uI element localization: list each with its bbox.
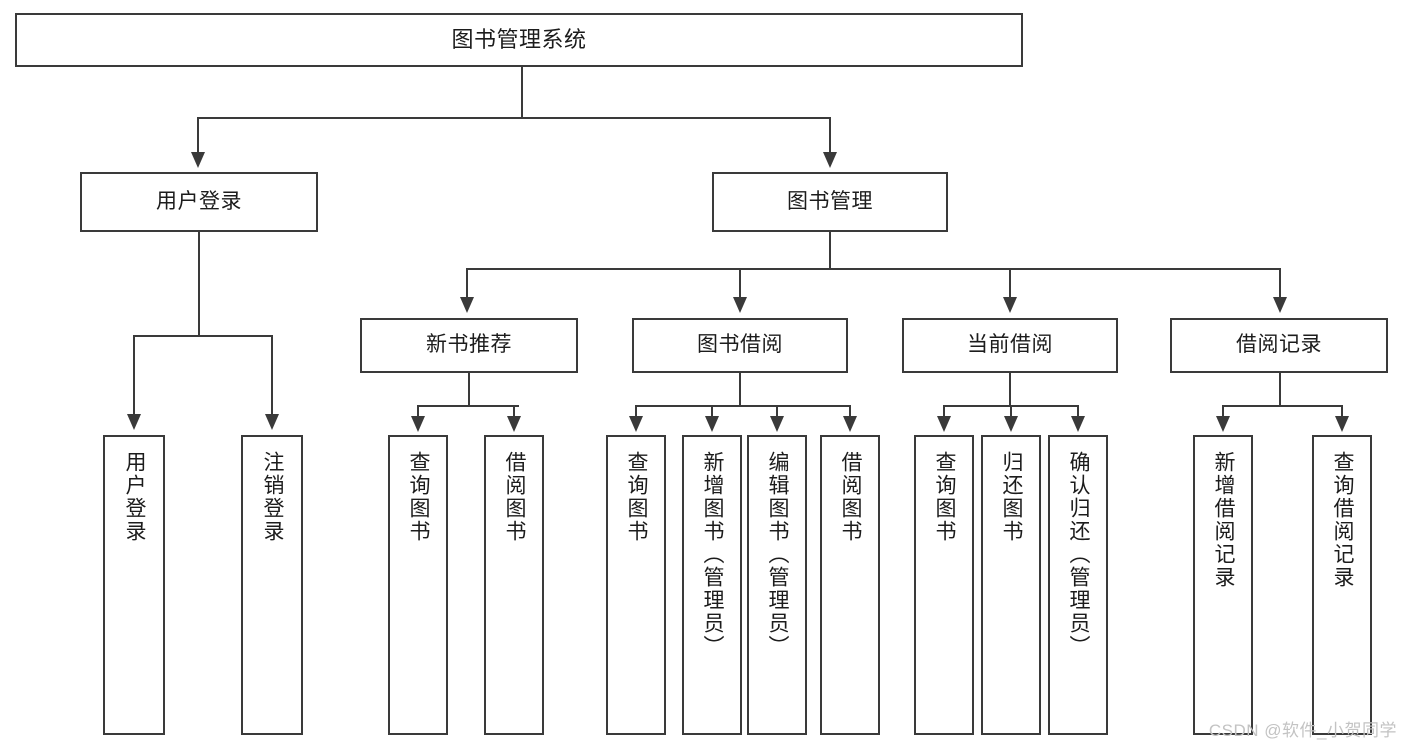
- node-label: 借阅图书: [839, 451, 863, 543]
- arrow-cb-return-book: [1004, 416, 1018, 432]
- connector-drop-current-borrow: [1009, 268, 1011, 301]
- node-label: 查询图书: [625, 451, 649, 543]
- node-label: 图书管理系统: [451, 27, 587, 53]
- connector-book-manage-stem: [829, 232, 831, 269]
- connector-drop-br-add: [1222, 405, 1224, 419]
- node-label: 当前借阅: [967, 333, 1053, 357]
- node-label: 查询图书: [933, 451, 957, 543]
- arrow-new-book-recommend: [460, 297, 474, 313]
- leaf-logout[interactable]: 注销登录: [241, 435, 303, 735]
- arrow-current-borrow: [1003, 297, 1017, 313]
- node-borrow-record[interactable]: 借阅记录: [1170, 318, 1388, 373]
- leaf-nb-query-book[interactable]: 查询图书: [388, 435, 448, 735]
- connector-drop-bb-edit: [776, 405, 778, 419]
- leaf-br-add-record[interactable]: 新增借阅记录: [1193, 435, 1253, 735]
- leaf-cb-confirm-return[interactable]: 确认归还（管理员）: [1048, 435, 1108, 735]
- connector-level3-bus: [466, 268, 1280, 270]
- node-label: 新书推荐: [426, 333, 512, 357]
- node-label: 用户登录: [156, 189, 242, 213]
- leaf-bb-query-book[interactable]: 查询图书: [606, 435, 666, 735]
- leaf-br-query-record[interactable]: 查询借阅记录: [1312, 435, 1372, 735]
- node-label: 用户登录: [123, 451, 147, 543]
- node-label: 新增图书（管理员）: [701, 451, 725, 658]
- connector-drop-book-manage: [829, 117, 831, 156]
- connector-user-login-stem: [198, 232, 200, 336]
- leaf-bb-borrow-book[interactable]: 借阅图书: [820, 435, 880, 735]
- node-label: 借阅记录: [1236, 333, 1322, 357]
- connector-drop-nb-borrow: [513, 405, 515, 419]
- arrow-bb-add-book: [705, 416, 719, 432]
- node-label: 查询图书: [407, 451, 431, 543]
- node-book-management[interactable]: 图书管理: [712, 172, 948, 232]
- connector-drop-nb-query: [417, 405, 419, 419]
- connector-drop-user-login: [197, 117, 199, 156]
- arrow-nb-query-book: [411, 416, 425, 432]
- arrow-user-login: [191, 152, 205, 168]
- node-label: 注销登录: [261, 451, 285, 543]
- connector-drop-cb-query: [943, 405, 945, 419]
- connector-drop-new-book: [466, 268, 468, 301]
- connector-drop-bb-borrow: [849, 405, 851, 419]
- arrow-leaf-logout: [265, 414, 279, 430]
- node-current-borrow[interactable]: 当前借阅: [902, 318, 1118, 373]
- node-book-borrow[interactable]: 图书借阅: [632, 318, 848, 373]
- connector-drop-cb-confirm: [1077, 405, 1079, 419]
- connector-book-borrow-stem: [739, 373, 741, 407]
- connector-drop-bb-query: [635, 405, 637, 419]
- connector-drop-bb-add: [711, 405, 713, 419]
- arrow-cb-confirm-return: [1071, 416, 1085, 432]
- node-user-login[interactable]: 用户登录: [80, 172, 318, 232]
- arrow-bb-query-book: [629, 416, 643, 432]
- node-new-book-recommend[interactable]: 新书推荐: [360, 318, 578, 373]
- connector-borrow-record-bus: [1222, 405, 1342, 407]
- leaf-nb-borrow-book[interactable]: 借阅图书: [484, 435, 544, 735]
- node-label: 查询借阅记录: [1331, 451, 1355, 589]
- leaf-bb-edit-book[interactable]: 编辑图书（管理员）: [747, 435, 807, 735]
- leaf-user-login[interactable]: 用户登录: [103, 435, 165, 735]
- arrow-book-manage: [823, 152, 837, 168]
- node-label: 编辑图书（管理员）: [766, 451, 790, 658]
- leaf-bb-add-book[interactable]: 新增图书（管理员）: [682, 435, 742, 735]
- connector-drop-br-query: [1341, 405, 1343, 419]
- arrow-br-query-record: [1335, 416, 1349, 432]
- connector-drop-book-borrow: [739, 268, 741, 301]
- connector-level2-bus: [197, 117, 830, 119]
- arrow-book-borrow: [733, 297, 747, 313]
- arrow-cb-query-book: [937, 416, 951, 432]
- arrow-leaf-user-login: [127, 414, 141, 430]
- connector-drop-leaf-logout: [271, 335, 273, 418]
- node-label: 借阅图书: [503, 451, 527, 543]
- node-label: 归还图书: [1000, 451, 1024, 543]
- node-root-system[interactable]: 图书管理系统: [15, 13, 1023, 67]
- connector-user-login-bus: [133, 335, 273, 337]
- connector-drop-leaf-user-login: [133, 335, 135, 418]
- node-label: 确认归还（管理员）: [1067, 451, 1091, 658]
- connector-drop-cb-return: [1010, 405, 1012, 419]
- node-label: 图书管理: [787, 189, 873, 213]
- connector-borrow-record-stem: [1279, 373, 1281, 407]
- node-label: 新增借阅记录: [1212, 451, 1236, 589]
- leaf-cb-return-book[interactable]: 归还图书: [981, 435, 1041, 735]
- connector-new-book-bus: [417, 405, 519, 407]
- arrow-bb-edit-book: [770, 416, 784, 432]
- connector-root-stem: [521, 67, 523, 118]
- arrow-nb-borrow-book: [507, 416, 521, 432]
- connector-drop-borrow-record: [1279, 268, 1281, 301]
- connector-book-borrow-bus: [635, 405, 850, 407]
- arrow-bb-borrow-book: [843, 416, 857, 432]
- connector-new-book-stem: [468, 373, 470, 407]
- leaf-cb-query-book[interactable]: 查询图书: [914, 435, 974, 735]
- node-label: 图书借阅: [697, 333, 783, 357]
- arrow-br-add-record: [1216, 416, 1230, 432]
- connector-current-borrow-stem: [1009, 373, 1011, 407]
- arrow-borrow-record: [1273, 297, 1287, 313]
